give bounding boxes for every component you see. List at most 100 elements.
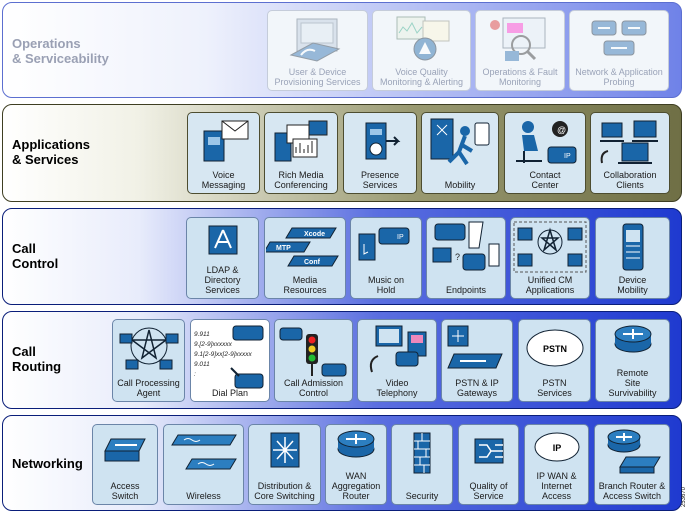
label-pstn-services: PSTN Services [537,378,572,398]
label-rich-media-conferencing: Rich Media Conferencing [274,170,328,190]
card-wireless[interactable]: Wireless [163,424,244,505]
unified-cm-icon [513,221,587,273]
card-ip-wan-internet-access[interactable]: IP IP WAN & Internet Access [524,424,589,505]
mobility-icon [430,118,490,166]
dial-plan-line: 9.[2-9]xxxxxx [194,341,232,348]
svg-text:@: @ [557,125,566,135]
layer-title-networking: Networking [12,456,83,471]
card-rich-media-conferencing[interactable]: Rich Media Conferencing [264,112,338,194]
label-ldap-directory: LDAP & Directory Services [204,265,241,295]
card-voice-messaging[interactable]: Voice Messaging [187,112,260,194]
music-on-hold-icon: IP [358,227,410,261]
label-network-application-probing: Network & Application Probing [575,67,663,87]
layer-title-call-control: Call Control [12,241,59,271]
gateways-icon [447,325,503,369]
card-ldap-directory[interactable]: LDAP & Directory Services [186,217,259,299]
layer-title-operations: Operations & Serviceability [12,36,109,66]
voice-messaging-icon [203,120,248,162]
layer-title-call-routing: Call Routing [12,344,62,374]
probing-icon [591,20,647,56]
card-voice-quality-monitoring[interactable]: Voice Quality Monitoring & Alerting [372,10,471,91]
label-mobility: Mobility [444,180,476,190]
svg-text:?: ? [455,252,460,262]
card-access-switch[interactable]: Access Switch [92,424,158,505]
pstn-badge: PSTN [542,344,566,354]
media-tag-xcode: Xcode [304,231,325,238]
label-pstn-ip-gateways: PSTN & IP Gateways [455,378,499,398]
conferencing-icon [274,120,328,162]
label-endpoints: Endpoints [445,285,487,295]
label-unified-cm-applications: Unified CM Applications [525,275,575,295]
card-contact-center[interactable]: @ IP Contact Center [504,112,586,194]
media-tag-conf: Conf [304,259,321,266]
card-device-mobility[interactable]: Device Mobility [595,217,670,299]
label-voice-messaging: Voice Messaging [201,170,246,190]
label-security: Security [405,491,439,501]
ip-cloud-icon: IP [534,432,579,462]
card-mobility[interactable]: Mobility [421,112,499,194]
card-music-on-hold[interactable]: IP Music on Hold [350,217,422,299]
card-pstn-services[interactable]: PSTN PSTN Services [518,319,591,402]
label-presence-services: Presence Services [360,170,400,190]
card-unified-cm-applications[interactable]: Unified CM Applications [510,217,590,299]
card-security[interactable]: Security [391,424,453,505]
label-access-switch: Access Switch [110,481,140,501]
layer-operations: Operations & Serviceability User & Devic… [2,2,682,98]
svg-text:IP: IP [397,234,404,241]
label-dial-plan: Dial Plan [211,388,249,398]
label-wireless: Wireless [186,491,221,501]
directory-icon [208,225,237,255]
card-operations-fault-monitoring[interactable]: Operations & Fault Monitoring [475,10,565,91]
pstn-cloud-icon: PSTN [526,329,583,367]
card-video-telephony[interactable]: Video Telephony [357,319,437,402]
fault-monitoring-icon [490,17,546,61]
video-telephony-icon [369,325,427,373]
qos-icon [474,438,503,464]
core-switch-icon [270,432,299,468]
dial-plan-line: 9.1[2-9]xx[2-9]xxxxx [194,351,252,358]
dial-plan-line: : [194,371,196,378]
label-branch-router-access-switch: Branch Router & Access Switch [598,481,666,501]
card-branch-router-access-switch[interactable]: Branch Router & Access Switch [594,424,670,505]
label-remote-site-survivability: Remote Site Survivability [608,368,657,398]
card-call-admission-control[interactable]: Call Admission Control [274,319,353,402]
label-call-processing-agent: Call Processing Agent [117,378,180,398]
call-processing-agent-icon [119,327,178,370]
label-call-admission-control: Call Admission Control [283,378,344,398]
card-endpoints[interactable]: ? Endpoints [426,217,506,299]
card-pstn-ip-gateways[interactable]: PSTN & IP Gateways [441,319,513,402]
media-tag-mtp: MTP [276,245,291,252]
label-user-device-provisioning: User & Device Provisioning Services [274,67,361,87]
layer-applications: Applications & Services Voice Messaging … [2,104,682,202]
card-call-processing-agent[interactable]: Call Processing Agent [112,319,185,402]
card-collaboration-clients[interactable]: Collaboration Clients [590,112,670,194]
admission-control-icon [279,327,346,377]
branch-router-switch-icon [607,429,661,474]
layer-call-routing: Call Routing Call Processing Agent 9.911… [2,311,682,409]
card-remote-site-survivability[interactable]: Remote Site Survivability [595,319,670,402]
label-video-telephony: Video Telephony [376,378,418,398]
media-resources-icon: Xcode MTP Conf [266,227,339,267]
card-presence-services[interactable]: Presence Services [343,112,417,194]
label-quality-of-service: Quality of Service [469,481,508,501]
dial-plan-patterns: 9.911 9.[2-9]xxxxxx 9.1[2-9]xx[2-9]xxxxx… [194,330,252,380]
card-user-device-provisioning[interactable]: User & Device Provisioning Services [267,10,368,91]
label-music-on-hold: Music on Hold [367,275,404,295]
label-distribution-core-switching: Distribution & Core Switching [254,481,315,501]
label-collaboration-clients: Collaboration Clients [603,170,657,190]
layer-call-control: Call Control LDAP & Directory Services X… [2,208,682,305]
wireless-icon [170,434,237,470]
card-wan-aggregation-router[interactable]: WAN Aggregation Router [325,424,387,505]
card-dial-plan[interactable]: 9.911 9.[2-9]xxxxxx 9.1[2-9]xx[2-9]xxxxx… [190,319,270,402]
label-device-mobility: Device Mobility [617,275,648,295]
card-distribution-core-switching[interactable]: Distribution & Core Switching [248,424,321,505]
label-wan-aggregation-router: WAN Aggregation Router [331,471,381,501]
ip-badge: IP [552,443,561,453]
provisioning-icon [289,18,340,62]
router-icon [614,325,651,353]
presence-icon [365,122,401,160]
card-media-resources[interactable]: Xcode MTP Conf Media Resources [264,217,346,299]
card-network-application-probing[interactable]: Network & Application Probing [569,10,669,91]
switch-icon [104,438,146,462]
card-quality-of-service[interactable]: Quality of Service [458,424,519,505]
